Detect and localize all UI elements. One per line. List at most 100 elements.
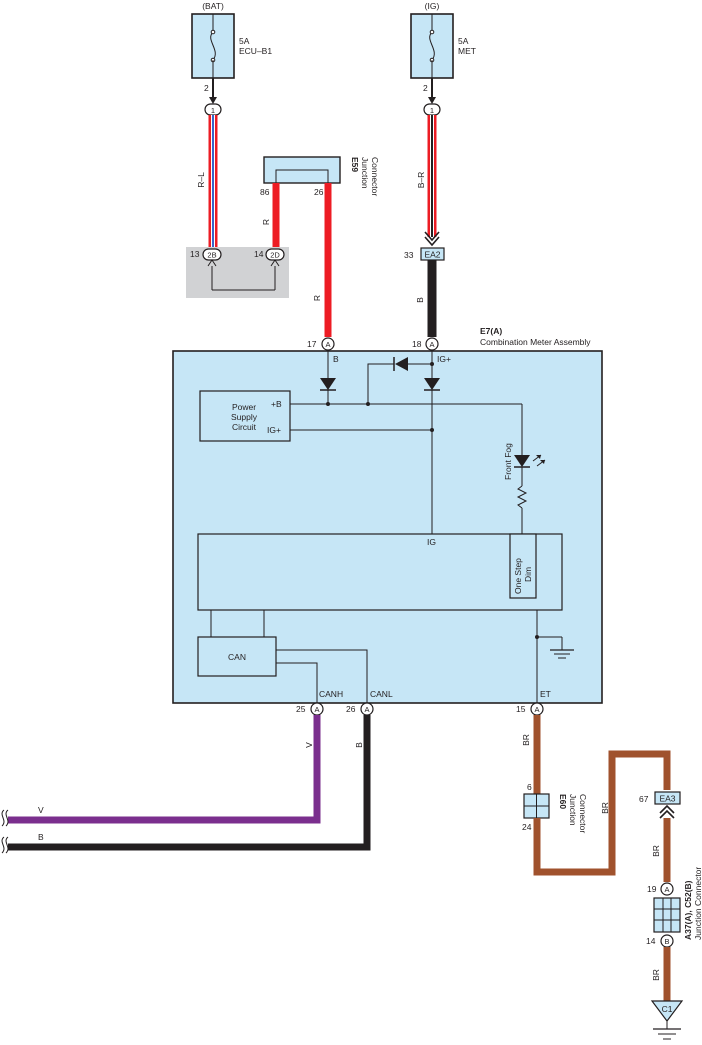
- svg-text:A: A: [534, 705, 539, 714]
- svg-text:Circuit: Circuit: [232, 422, 257, 432]
- svg-text:EA2: EA2: [424, 250, 440, 260]
- a37-pin-14: 14: [646, 936, 656, 946]
- svg-text:A: A: [664, 885, 669, 894]
- svg-text:2B: 2B: [207, 251, 216, 260]
- e60-pin-24: 24: [522, 822, 532, 832]
- wire-b-ig: [427, 260, 437, 337]
- svg-text:2D: 2D: [270, 251, 280, 260]
- svg-text:Supply: Supply: [231, 412, 258, 422]
- svg-text:Dim: Dim: [523, 567, 533, 582]
- meter-label-b: B: [333, 354, 339, 364]
- svg-text:BR: BR: [651, 969, 661, 981]
- svg-text:A: A: [325, 340, 330, 349]
- svg-text:A: A: [364, 705, 369, 714]
- bat-fuse-icon: [210, 31, 216, 61]
- meter-code: E7(A): [480, 326, 502, 336]
- a37-code: A37(A), C52(B): [683, 880, 693, 940]
- svg-text:B: B: [664, 937, 669, 946]
- svg-text:A: A: [314, 705, 319, 714]
- a37-c52-connector: [653, 897, 681, 933]
- svg-text:Connector: Connector: [370, 157, 380, 196]
- svg-text:BR: BR: [651, 845, 661, 857]
- meter-pin-26: 26: [346, 704, 356, 714]
- ig-source-label: (IG): [425, 1, 440, 11]
- front-fog-label: Front Fog: [503, 443, 513, 480]
- e60-pin-6: 6: [527, 782, 532, 792]
- ea3-number: 67: [639, 794, 649, 804]
- ea2-number: 33: [404, 250, 414, 260]
- svg-text:1: 1: [211, 106, 215, 115]
- wire-br-ground: [663, 947, 671, 1001]
- svg-text:CAN: CAN: [228, 652, 246, 662]
- wire-br-ea3: [663, 818, 671, 882]
- svg-text:One Step: One Step: [513, 558, 523, 594]
- power-supply-circuit: [199, 390, 291, 442]
- svg-text:Junction: Junction: [360, 157, 370, 189]
- ig-fuse-icon: [429, 31, 435, 61]
- svg-text:R: R: [312, 295, 322, 301]
- conn-2d-number: 14: [254, 249, 264, 259]
- meter-pin-18: 18: [412, 339, 422, 349]
- meter-pin-25: 25: [296, 704, 306, 714]
- svg-text:V: V: [304, 742, 314, 748]
- svg-text:R: R: [261, 219, 271, 225]
- svg-text:B: B: [415, 297, 425, 303]
- svg-text:1: 1: [430, 106, 434, 115]
- bat-fuse-rating: 5A: [239, 36, 250, 46]
- svg-text:EA3: EA3: [659, 794, 675, 804]
- ground-c1-label: C1: [662, 1004, 673, 1014]
- svg-text:BR: BR: [521, 734, 531, 746]
- meter-canh: CANH: [319, 689, 343, 699]
- wire-v: [8, 715, 321, 824]
- meter-main-block: [197, 533, 563, 611]
- ig-fuse-pin: 2: [423, 83, 428, 93]
- ig-fuse-rating: 5A: [458, 36, 469, 46]
- svg-text:Power: Power: [232, 402, 256, 412]
- meter-pin-17: 17: [307, 339, 317, 349]
- wire-b-left-label: B: [38, 832, 44, 842]
- meter-et: ET: [540, 689, 551, 699]
- bat-fuse-name: ECU–B1: [239, 46, 272, 56]
- meter-pin-15: 15: [516, 704, 526, 714]
- diode-igplus-icon: [424, 378, 440, 390]
- conn-2b-number: 13: [190, 249, 200, 259]
- meter-canl: CANL: [370, 689, 393, 699]
- conn-2d: [265, 248, 285, 261]
- a37-pin-19: 19: [647, 884, 657, 894]
- psc-igplus: IG+: [267, 425, 281, 435]
- svg-text:Connector: Connector: [578, 794, 588, 833]
- wire-b-canl: [8, 715, 371, 851]
- meter-label-ig: IG: [427, 537, 436, 547]
- e59-pin-86: 86: [260, 187, 270, 197]
- can-block: [197, 636, 277, 677]
- svg-text:B–R: B–R: [416, 172, 426, 189]
- meter-label-igplus: IG+: [437, 354, 451, 364]
- e59-pin-26: 26: [314, 187, 324, 197]
- wire-br-et: [533, 715, 541, 795]
- front-fog-led-icon: [514, 455, 530, 467]
- wire-rl-label: R–L: [196, 172, 206, 188]
- svg-text:Junction: Junction: [568, 794, 578, 826]
- e59-code: E59: [350, 157, 360, 172]
- e60-code: E60: [558, 794, 568, 809]
- wire-br-loop: [533, 750, 671, 876]
- wire-break-icon: [1, 809, 9, 827]
- one-step-dim-block: [509, 533, 537, 599]
- resistor-icon: [516, 485, 528, 509]
- meter-name: Combination Meter Assembly: [480, 337, 591, 347]
- svg-text:Junction Connector: Junction Connector: [693, 867, 702, 940]
- wire-r-86: [272, 183, 280, 247]
- svg-text:BR: BR: [600, 802, 610, 814]
- svg-text:B: B: [354, 742, 364, 748]
- wire-r-26: [324, 183, 332, 337]
- wire-v-left-label: V: [38, 805, 44, 815]
- ea3-connector: [654, 791, 681, 805]
- diode-b-icon: [320, 378, 336, 390]
- diode-ig-icon: [395, 357, 408, 371]
- bat-fuse-pin: 2: [204, 83, 209, 93]
- psc-plus-b: +B: [271, 399, 282, 409]
- svg-text:A: A: [429, 340, 434, 349]
- bat-source-label: (BAT): [202, 1, 224, 11]
- ig-fuse-name: MET: [458, 46, 476, 56]
